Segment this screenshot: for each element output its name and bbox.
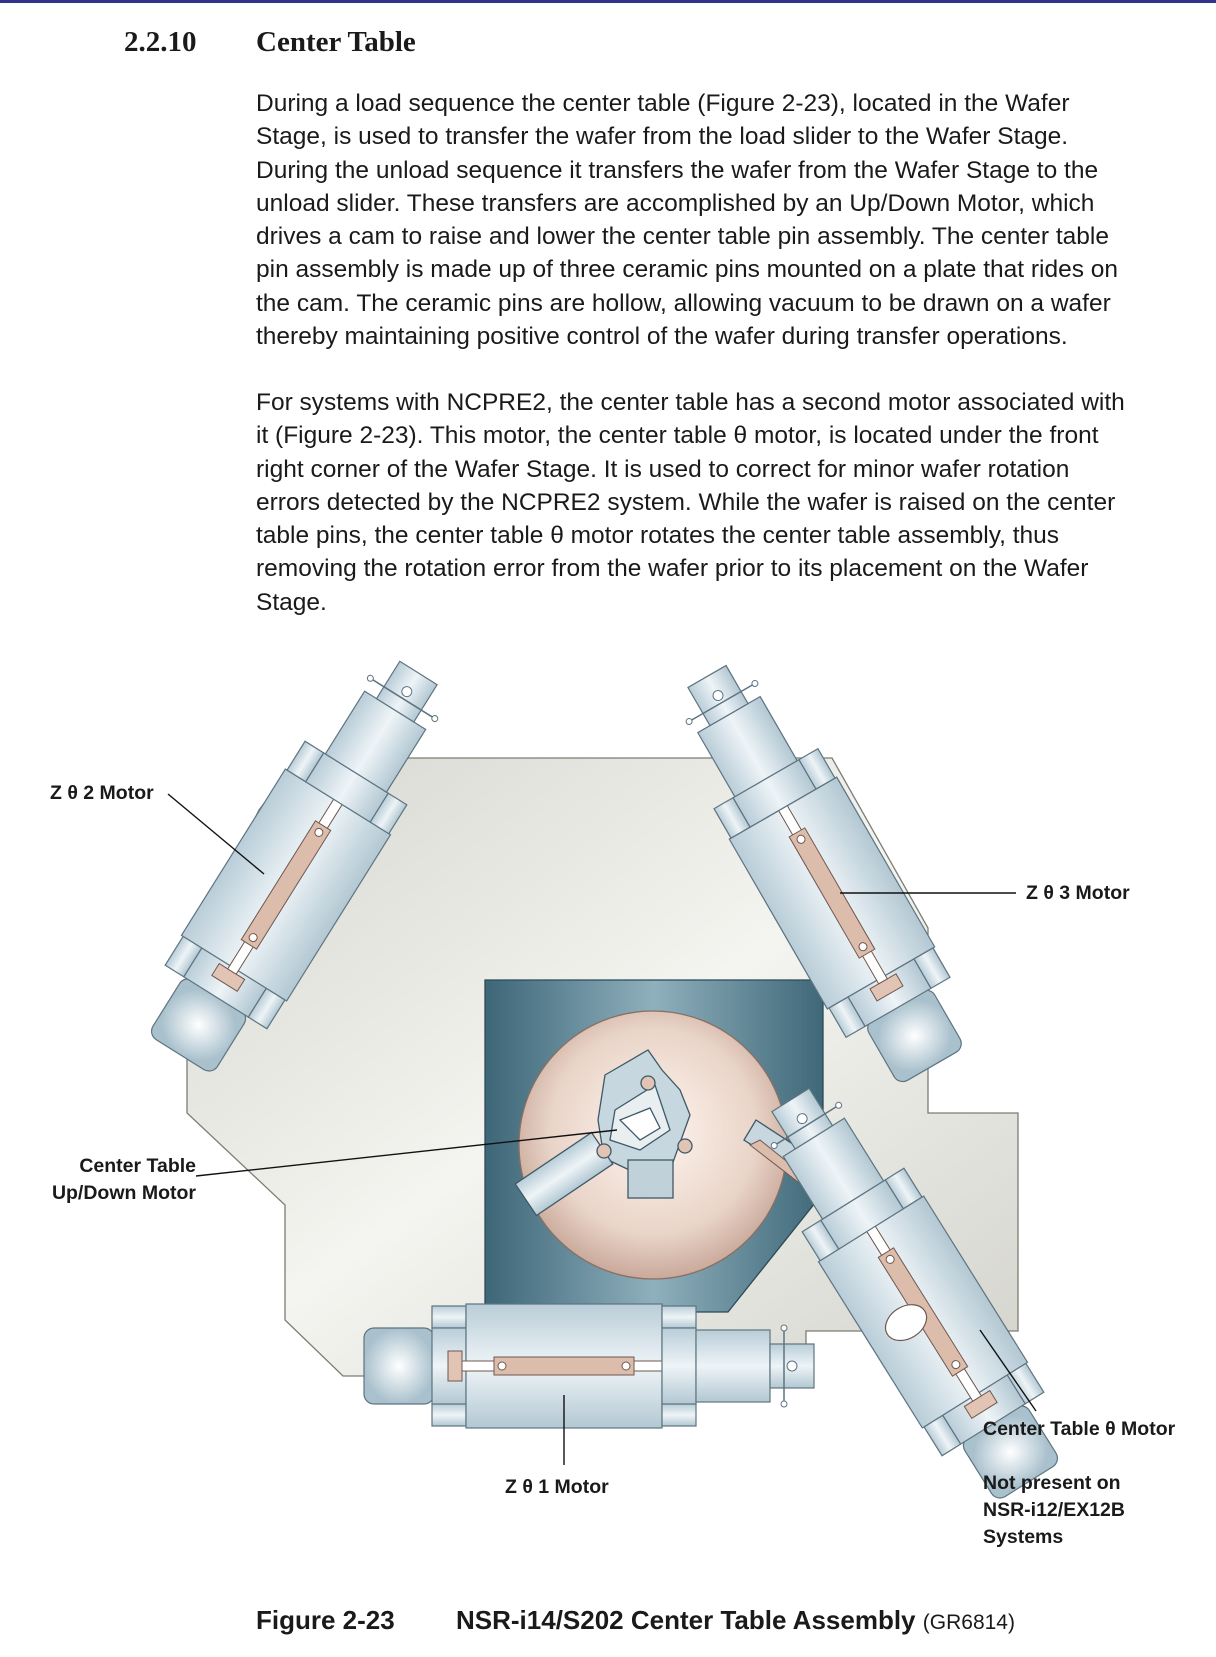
text-line: it (Figure 2-23). This motor, the center… xyxy=(256,422,1099,450)
text-line: the cam. The ceramic pins are hollow, al… xyxy=(256,289,1111,317)
label-line: Up/Down Motor xyxy=(51,1182,196,1204)
label-line: Center Table xyxy=(79,1155,196,1177)
figure-code: (GR6814) xyxy=(922,1611,1015,1634)
note-line: NSR-i12/EX12B xyxy=(983,1499,1125,1521)
text-line: removing the rotation error from the waf… xyxy=(256,555,1089,583)
figure-caption: Figure 2-23 NSR-i14/S202 Center Table As… xyxy=(256,1605,1015,1636)
text-line: unload slider. These transfers are accom… xyxy=(256,189,1095,217)
section-number: 2.2.10 xyxy=(124,26,197,58)
label-center-table-updown-motor: Center Table Up/Down Motor xyxy=(52,1153,196,1207)
note-line: Not present on xyxy=(983,1472,1121,1494)
figure-title-wrap: NSR-i14/S202 Center Table Assembly (GR68… xyxy=(456,1605,1015,1636)
section-title: Center Table xyxy=(256,26,416,58)
text-line: Stage. xyxy=(256,588,327,616)
label-z-theta-1-motor: Z θ 1 Motor xyxy=(505,1476,609,1498)
text-line: Stage, is used to transfer the wafer fro… xyxy=(256,123,1069,151)
note-line: Systems xyxy=(983,1526,1064,1548)
figure-number: Figure 2-23 xyxy=(256,1605,395,1635)
paragraph-load-sequence: During a load sequence the center table … xyxy=(256,87,1206,353)
text-line: table pins, the center table θ motor rot… xyxy=(256,522,1060,550)
top-rule xyxy=(0,0,1216,3)
text-line: During the unload sequence it transfers … xyxy=(256,156,1099,184)
leader-lines xyxy=(167,793,1037,1465)
center-table-theta-motor-drawing xyxy=(737,1066,1083,1516)
paragraph-ncpre2: For systems with NCPRE2, the center tabl… xyxy=(256,386,1206,619)
text-line: For systems with NCPRE2, the center tabl… xyxy=(256,389,1125,416)
text-line: thereby maintaining positive control of … xyxy=(256,323,1068,351)
text-line: pin assembly is made up of three ceramic… xyxy=(256,256,1119,284)
pin-assembly xyxy=(514,1049,693,1217)
text-line: During a load sequence the center table … xyxy=(256,90,1070,117)
text-line: errors detected by the NCPRE2 system. Wh… xyxy=(256,488,1116,516)
text-line: drives a cam to raise and lower the cent… xyxy=(256,223,1109,251)
figure-title: NSR-i14/S202 Center Table Assembly xyxy=(456,1605,916,1635)
text-line: right corner of the Wafer Stage. It is u… xyxy=(256,455,1070,483)
label-center-table-theta-motor: Center Table θ Motor xyxy=(983,1418,1176,1440)
label-availability-note: Not present on NSR-i12/EX12B Systems xyxy=(983,1470,1125,1551)
label-z-theta-3-motor: Z θ 3 Motor xyxy=(1026,882,1130,904)
label-z-theta-2-motor: Z θ 2 Motor xyxy=(50,782,154,804)
